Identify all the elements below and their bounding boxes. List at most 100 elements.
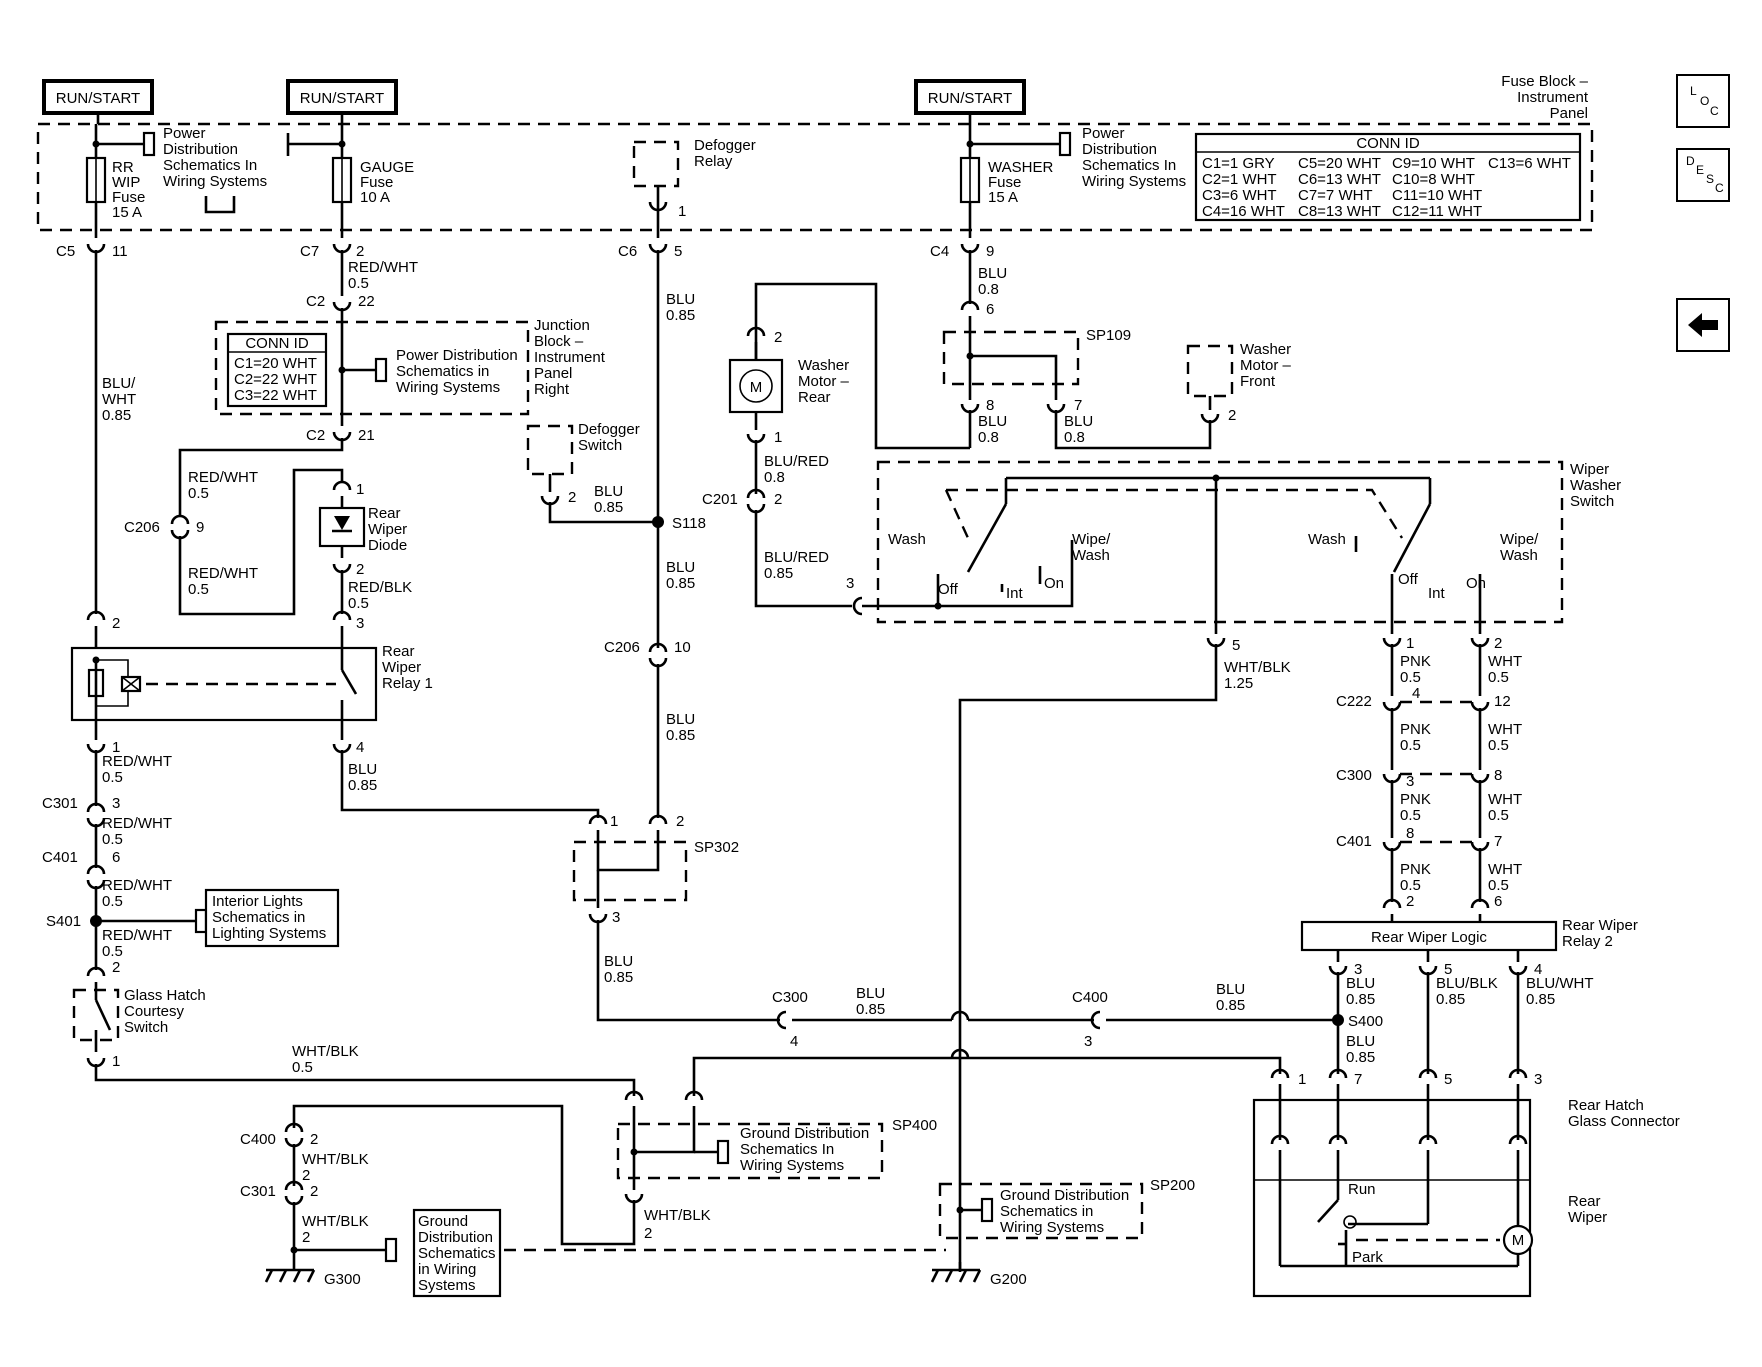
svg-text:0.85: 0.85 — [666, 307, 695, 324]
back-button[interactable] — [1676, 298, 1730, 352]
svg-text:Junction: Junction — [534, 317, 590, 334]
svg-text:Washer: Washer — [798, 357, 849, 374]
svg-text:C300: C300 — [772, 989, 808, 1006]
svg-text:C2=1 WHT: C2=1 WHT — [1202, 171, 1277, 188]
blu-08-label-c4: BLU 0.8 — [978, 265, 1007, 298]
svg-text:Run: Run — [1348, 1181, 1376, 1198]
fuse-block-outline — [36, 122, 1594, 232]
svg-text:4: 4 — [1412, 685, 1420, 702]
desc-letter-d: D — [1686, 154, 1695, 168]
svg-text:in Wiring: in Wiring — [418, 1261, 476, 1278]
svg-text:WASHER: WASHER — [988, 159, 1053, 176]
svg-text:Rear: Rear — [382, 643, 415, 660]
loc-button[interactable]: L O C — [1676, 74, 1730, 128]
wht-blk-label-c301: WHT/BLK 2 — [302, 1213, 369, 1246]
svg-text:BLU/BLK: BLU/BLK — [1436, 975, 1498, 992]
svg-text:PNK: PNK — [1400, 861, 1431, 878]
svg-text:WHT: WHT — [1488, 791, 1522, 808]
rear-wiper-relay2-label: Rear Wiper Relay 2 — [1562, 917, 1638, 950]
svg-text:C12=11 WHT: C12=11 WHT — [1392, 203, 1482, 220]
svg-text:0.5: 0.5 — [1488, 737, 1509, 754]
svg-text:Wiper: Wiper — [368, 521, 407, 538]
svg-text:0.8: 0.8 — [764, 469, 785, 486]
ground-dist-sp400-label: Ground Distribution Schematics In Wiring… — [740, 1125, 869, 1174]
svg-text:6: 6 — [1494, 893, 1502, 910]
blu-085-label-defog: BLU 0.85 — [594, 483, 623, 516]
blu-08-label-sp109b: BLU 0.8 — [1064, 413, 1093, 446]
svg-text:0.5: 0.5 — [1400, 737, 1421, 754]
blu-wht-085-label: BLU/WHT 0.85 — [1526, 975, 1594, 1008]
blu-085-label-c6: BLU 0.85 — [666, 291, 695, 324]
rr-wip-fuse-label: RR WIP Fuse 15 A — [112, 159, 145, 221]
blu-085-label-s118: BLU 0.85 — [666, 559, 695, 592]
ground-dist-sp200-label: Ground Distribution Schematics in Wiring… — [1000, 1187, 1129, 1236]
wht-blk-label-sp400: WHT/BLK 2 — [644, 1207, 711, 1242]
svg-text:Fuse: Fuse — [988, 174, 1021, 191]
svg-text:1: 1 — [774, 429, 782, 446]
svg-text:G300: G300 — [324, 1271, 361, 1288]
svg-text:PNK: PNK — [1400, 721, 1431, 738]
svg-text:1: 1 — [610, 813, 618, 830]
svg-text:C11=10 WHT: C11=10 WHT — [1392, 187, 1482, 204]
blu-085-label-relay2: BLU 0.85 — [1346, 975, 1375, 1008]
svg-text:RED/WHT: RED/WHT — [188, 565, 258, 582]
svg-text:RED/WHT: RED/WHT — [348, 259, 418, 276]
svg-text:Instrument: Instrument — [1517, 89, 1589, 106]
svg-text:2: 2 — [1228, 407, 1236, 424]
svg-text:Defogger: Defogger — [694, 137, 756, 154]
svg-text:SP109: SP109 — [1086, 327, 1131, 344]
desc-button[interactable]: D E S C — [1676, 148, 1730, 202]
svg-text:WHT/BLK: WHT/BLK — [292, 1043, 359, 1060]
svg-text:3: 3 — [356, 615, 364, 632]
svg-text:RED/WHT: RED/WHT — [102, 927, 172, 944]
svg-text:GAUGE: GAUGE — [360, 159, 414, 176]
svg-text:4: 4 — [1534, 961, 1542, 978]
svg-text:8: 8 — [986, 397, 994, 414]
svg-text:Front: Front — [1240, 373, 1276, 390]
svg-text:On: On — [1044, 575, 1064, 592]
blu-red-label-1: BLU/RED 0.8 — [764, 453, 829, 486]
svg-text:WHT/BLK: WHT/BLK — [644, 1207, 711, 1224]
svg-text:BLU/WHT: BLU/WHT — [1526, 975, 1594, 992]
svg-text:BLU/RED: BLU/RED — [764, 453, 829, 470]
svg-text:Switch: Switch — [124, 1019, 168, 1036]
svg-text:Wiring Systems: Wiring Systems — [163, 173, 267, 190]
svg-text:WHT/BLK: WHT/BLK — [302, 1151, 369, 1168]
svg-text:Rear Wiper Logic: Rear Wiper Logic — [1371, 929, 1487, 946]
svg-text:0.85: 0.85 — [1346, 991, 1375, 1008]
svg-text:2: 2 — [310, 1183, 318, 1200]
wht-label-1: WHT 0.5 — [1488, 653, 1522, 686]
svg-text:Systems: Systems — [418, 1277, 476, 1294]
svg-text:1.25: 1.25 — [1224, 675, 1253, 692]
svg-text:0.85: 0.85 — [1436, 991, 1465, 1008]
svg-text:0.8: 0.8 — [978, 429, 999, 446]
svg-text:0.85: 0.85 — [348, 777, 377, 794]
red-wht-label-1: RED/WHT 0.5 — [348, 259, 418, 292]
svg-text:On: On — [1466, 575, 1486, 592]
svg-text:C301: C301 — [240, 1183, 276, 1200]
rear-hatch-box — [1252, 1098, 1532, 1298]
svg-text:7: 7 — [1494, 833, 1502, 850]
svg-text:0.5: 0.5 — [1488, 669, 1509, 686]
power-distribution-2: Power Distribution Schematics In Wiring … — [1082, 125, 1186, 190]
svg-text:Schematics in: Schematics in — [212, 909, 305, 926]
loc-letter-o: O — [1700, 94, 1710, 108]
ground-g200-icon — [930, 1262, 982, 1283]
blu-blk-label: BLU/BLK 0.85 — [1436, 975, 1498, 1008]
svg-text:Rear Hatch: Rear Hatch — [1568, 1097, 1644, 1114]
svg-text:S118: S118 — [672, 515, 706, 532]
svg-text:Int: Int — [1006, 585, 1024, 602]
svg-text:BLU/RED: BLU/RED — [764, 549, 829, 566]
desc-letter-c: C — [1715, 181, 1724, 195]
svg-text:S401: S401 — [46, 913, 81, 930]
svg-text:3: 3 — [1084, 1033, 1092, 1050]
svg-text:5: 5 — [674, 243, 682, 260]
rear-wiper-label: Rear Wiper — [1568, 1193, 1607, 1226]
svg-text:BLU: BLU — [978, 413, 1007, 430]
svg-text:0.85: 0.85 — [1526, 991, 1555, 1008]
washer-motor-front — [1186, 344, 1234, 398]
svg-text:WIP: WIP — [112, 174, 140, 191]
red-wht-label-3: RED/WHT 0.5 — [188, 565, 258, 598]
red-wht-label-4: RED/WHT 0.5 — [102, 753, 172, 786]
wiper-washer-switch-label: Wiper Washer Switch — [1570, 461, 1621, 510]
